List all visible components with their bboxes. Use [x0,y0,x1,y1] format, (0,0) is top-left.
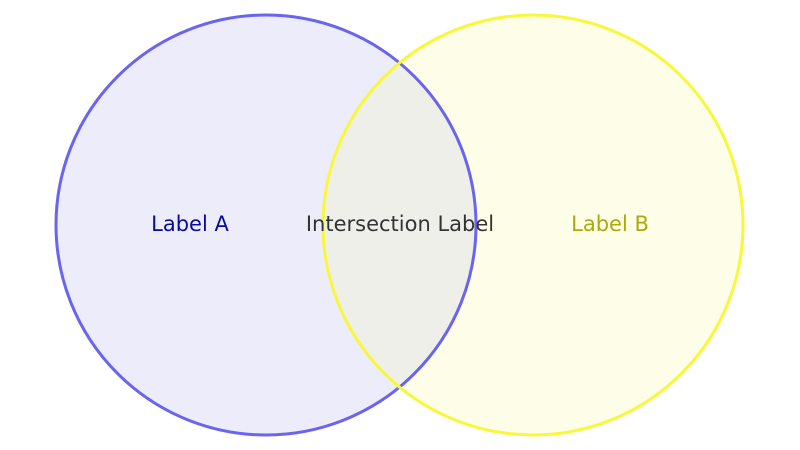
intersection-region [323,15,476,435]
set-b-outline [321,13,745,437]
set-b-label: Label B [571,212,649,236]
set-a-outline [54,13,478,437]
set-a-label: Label A [151,212,229,236]
intersection-label: Intersection Label [306,212,494,236]
